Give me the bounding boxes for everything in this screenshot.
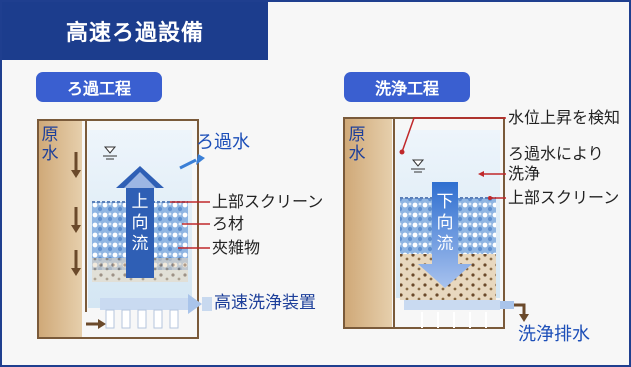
upflow-label: 上 向 流 bbox=[131, 192, 149, 254]
water-level-icon bbox=[103, 146, 117, 160]
by-filtered-water-label: ろ過水により bbox=[508, 144, 604, 163]
raw-water-label-wash: 原水 bbox=[348, 125, 366, 164]
filter-media-label: ろ材 bbox=[212, 214, 245, 233]
level-detect-label: 水位上昇を検知 bbox=[508, 108, 621, 127]
water-level-icon-wash bbox=[411, 159, 425, 173]
downflow-arrow bbox=[418, 182, 472, 288]
washing-device bbox=[100, 294, 212, 329]
impurities-label: 夾雑物 bbox=[212, 238, 261, 257]
upper-screen-label-wash: 上部スクリーン bbox=[508, 188, 620, 207]
washing-process-label: 洗浄工程 bbox=[344, 72, 470, 102]
page-title: 高速ろ過設備 bbox=[2, 2, 268, 60]
filtered-water-label: ろ過水 bbox=[196, 132, 250, 153]
wash-label: 洗浄 bbox=[508, 164, 541, 183]
raw-water-channel-wash bbox=[344, 118, 392, 328]
raw-water-label: 原水 bbox=[41, 125, 59, 164]
filtration-process-label: ろ過工程 bbox=[36, 72, 162, 102]
upper-screen-label: 上部スクリーン bbox=[212, 192, 324, 211]
drain-device bbox=[404, 300, 514, 328]
filtration-diagram bbox=[37, 119, 212, 339]
washing-diagram bbox=[343, 117, 529, 329]
drain-arrow bbox=[514, 303, 526, 316]
wash-drain-label: 洗浄排水 bbox=[518, 324, 590, 345]
washing-device-label: 高速洗浄装置 bbox=[214, 293, 316, 313]
downflow-label: 下 向 流 bbox=[436, 192, 454, 254]
upflow-arrow bbox=[116, 166, 164, 278]
